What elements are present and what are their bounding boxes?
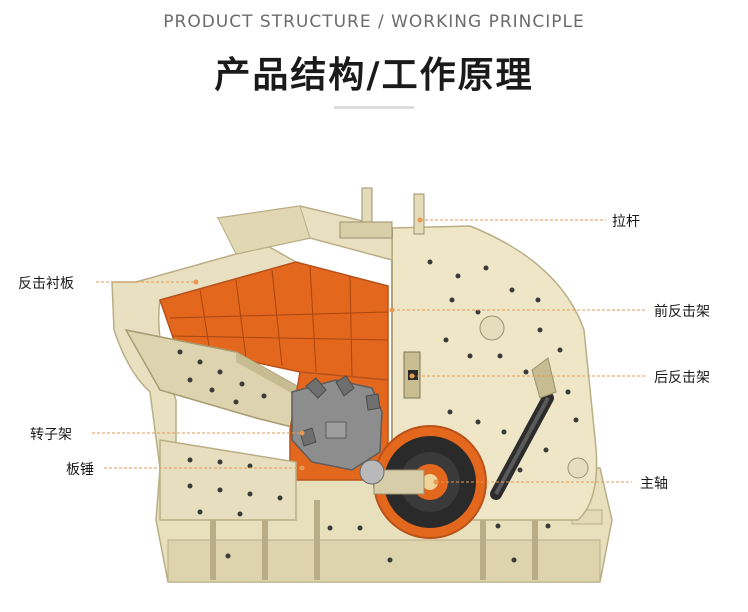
main-shaft-flywheel (359, 425, 487, 539)
label-rear-impact-frame: 后反击架 (654, 370, 710, 386)
lower-front-panel (159, 439, 297, 521)
rotor-frame (291, 375, 383, 471)
label-rotor-frame: 转子架 (30, 427, 72, 443)
title-divider (334, 106, 414, 109)
label-front-impact-frame: 前反击架 (654, 304, 710, 320)
label-impact-liner: 反击衬板 (18, 276, 74, 292)
label-main-shaft: 主轴 (640, 476, 668, 492)
leader-dots (193, 217, 439, 485)
subtitle: PRODUCT STRUCTURE / WORKING PRINCIPLE (163, 12, 585, 32)
hydraulic-cylinder (490, 357, 557, 500)
leader-lines (92, 219, 646, 483)
bolt-dots (177, 259, 579, 563)
label-pull-rod: 拉杆 (612, 214, 640, 230)
page-title: 产品结构/工作原理 (214, 55, 534, 96)
pull-rods (339, 187, 425, 239)
label-blow-bar: 板锤 (66, 462, 94, 478)
